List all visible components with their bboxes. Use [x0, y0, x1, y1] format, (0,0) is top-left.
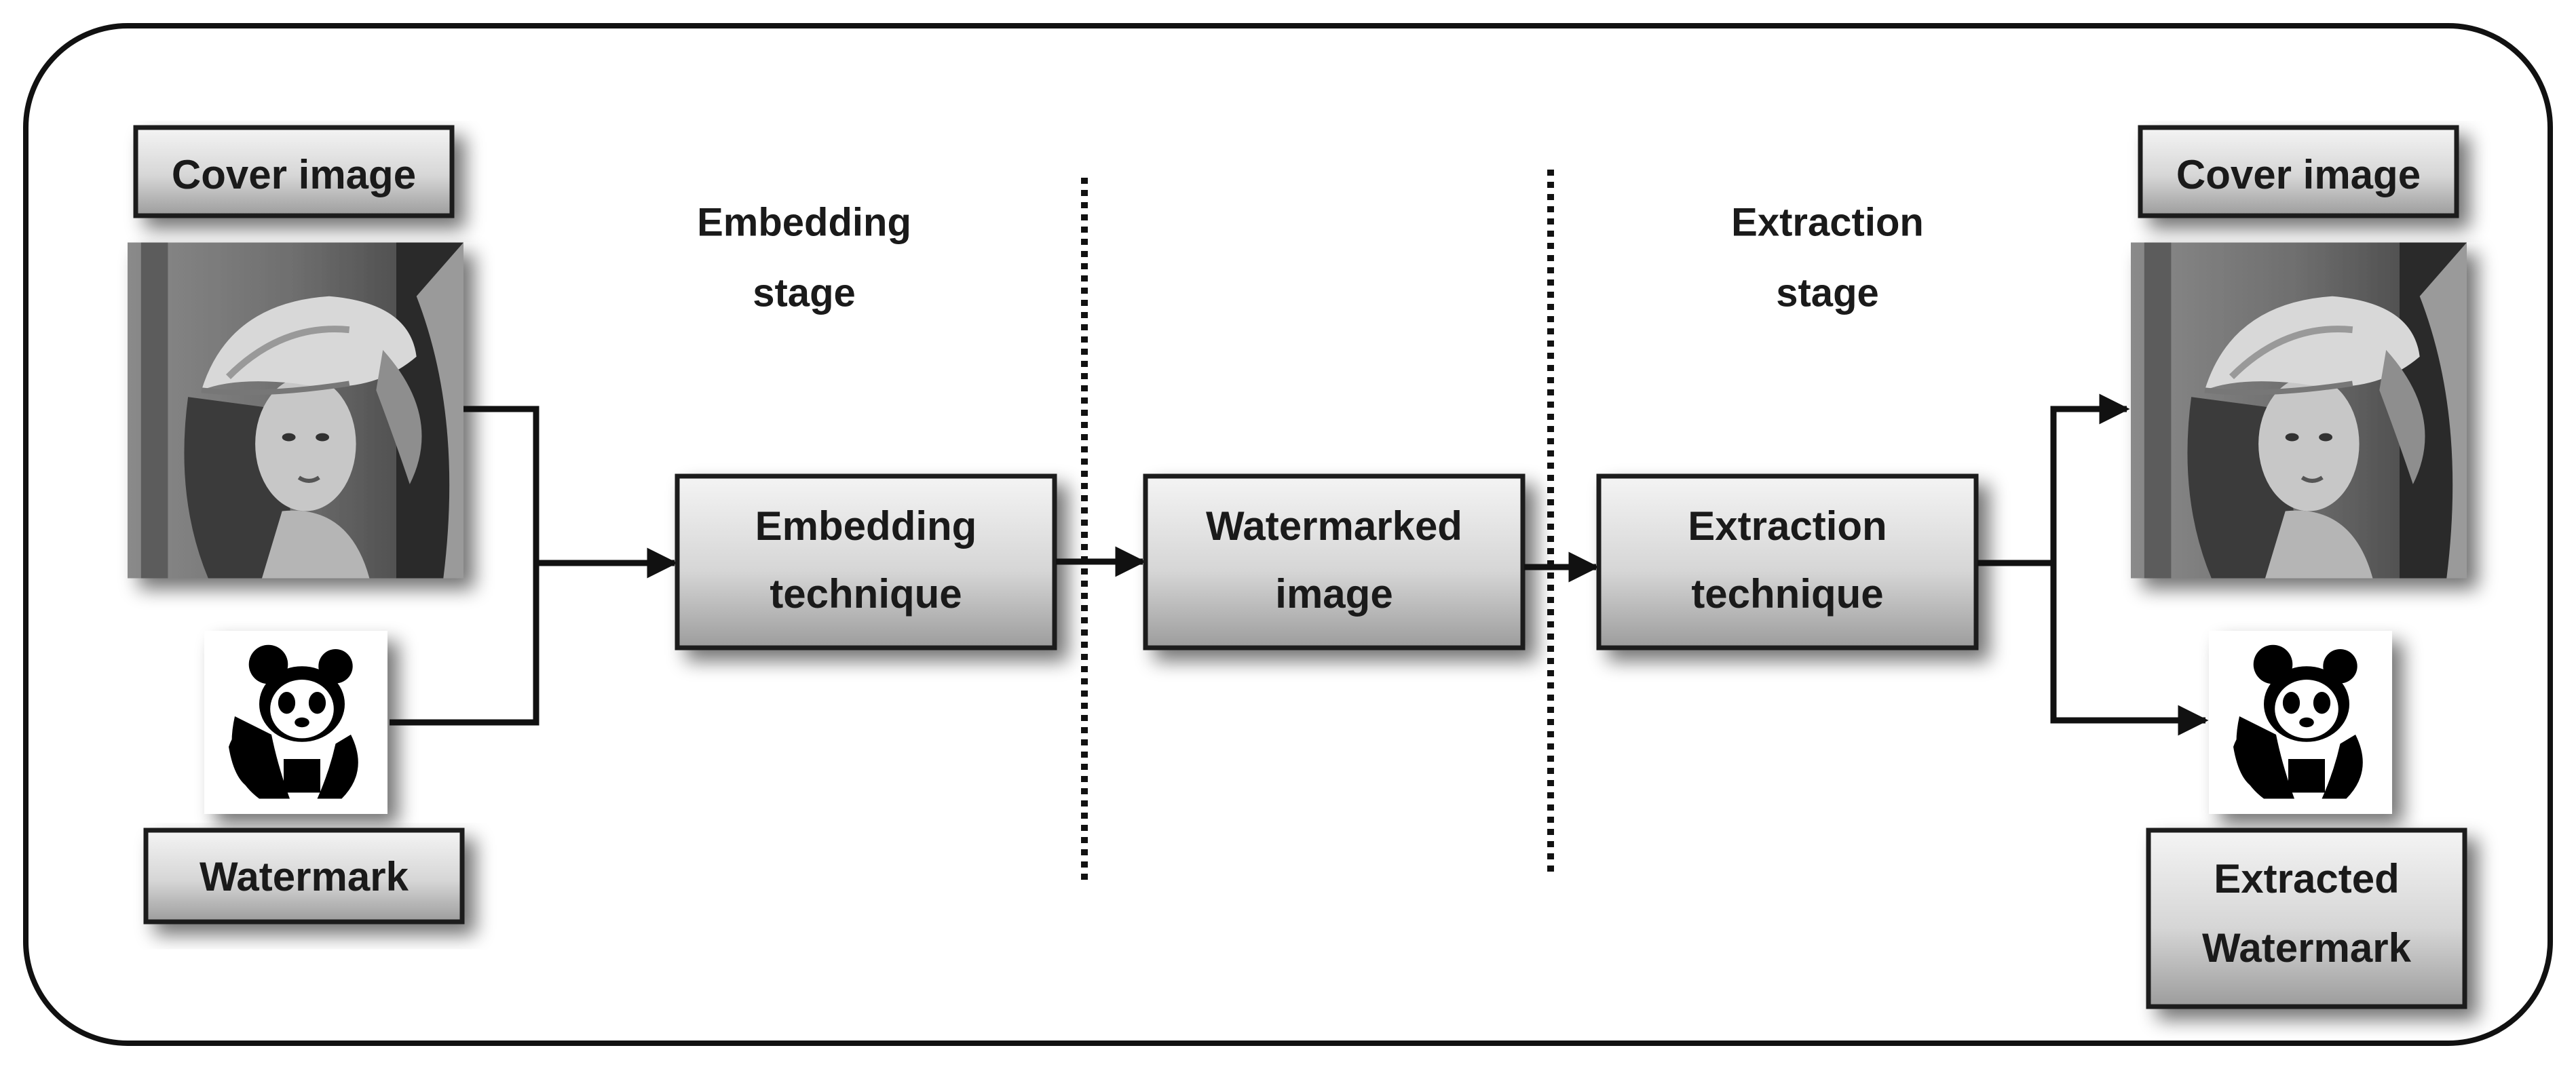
output-cover-label-box [2138, 125, 2459, 218]
watermark-connector [390, 563, 539, 726]
extraction-stage-label-2: stage [1776, 271, 1879, 315]
output-cover-label: Cover image [2176, 152, 2421, 197]
extracted-watermark-label-2: Watermark [2202, 925, 2412, 971]
watermarked-image-label-2: image [1275, 571, 1393, 617]
input-cover-label-box [133, 125, 455, 218]
embedding-stage-label-1: Embedding [697, 200, 911, 244]
output-cover-photo [2131, 243, 2467, 579]
cover-connector [463, 406, 539, 563]
embedding-technique-label-2: technique [770, 571, 962, 617]
embedding-technique-box [675, 473, 1057, 650]
extraction-stage-label-1: Extraction [1731, 200, 1924, 244]
watermarked-image-box [1143, 473, 1526, 650]
input-watermark-label-box [143, 828, 465, 925]
output-split-connector [1977, 393, 2130, 566]
input-watermark-panda-icon [204, 631, 387, 814]
extraction-technique-label-1: Extraction [1688, 503, 1887, 549]
output-watermark-panda-icon [2209, 631, 2392, 814]
input-cover-label: Cover image [172, 152, 416, 197]
extraction-technique-box [1596, 473, 1979, 650]
extraction-technique-label-2: technique [1691, 571, 1883, 617]
extracted-watermark-label-1: Extracted [2214, 856, 2399, 901]
watermarked-image-label-1: Watermarked [1206, 503, 1462, 549]
input-cover-photo [128, 243, 463, 579]
output-watermark-connector [2050, 563, 2209, 736]
embedding-technique-label-1: Embedding [755, 503, 977, 549]
input-watermark-label: Watermark [200, 854, 409, 899]
extracted-watermark-label-box [2146, 828, 2467, 1009]
embedding-stage-label-2: stage [753, 271, 856, 315]
